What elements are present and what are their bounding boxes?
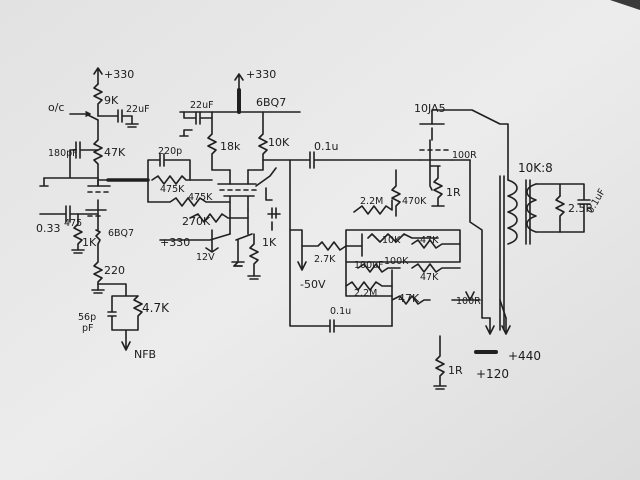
label-47k-b: 47K [420, 235, 439, 246]
label-1k-a: 1K [82, 236, 97, 249]
label-100uf: 100uF [354, 260, 384, 271]
label-plus-440: +440 [508, 349, 541, 363]
label-100k: 100K [384, 256, 409, 267]
label-xfmr: 10K:8 [518, 161, 553, 175]
label-1k-b: 1K [262, 236, 277, 249]
label-270k: 270K [182, 215, 211, 228]
label-47k-c: 47K [420, 272, 439, 283]
label-100r-b: 100R [456, 296, 481, 307]
label-0-1-a: 0.1u [314, 140, 338, 153]
label-56p: 56p [78, 312, 96, 323]
schematic-drawing [39, 67, 591, 390]
label-nfb: NFB [134, 348, 156, 361]
label-475k-b: 475K [188, 192, 213, 203]
label-47k-d: 47K [398, 292, 420, 305]
label-220: 220 [104, 264, 125, 277]
label-plus-330-mid: +330 [246, 68, 276, 81]
label-0-33: 0.33 [36, 222, 61, 235]
label-6bq7-b: 6BQ7 [256, 96, 286, 109]
label-1r-b: 1R [448, 364, 463, 377]
label-6bq7-a: 6BQ7 [108, 228, 134, 239]
bias-network [289, 139, 481, 390]
label-22uf-a: 22uF [126, 104, 150, 115]
label-56p-unit: pF [82, 323, 94, 334]
label-475: 475 [64, 218, 82, 229]
label-475k-a: 475K [160, 184, 185, 195]
label-22uf-b: 22uF [190, 100, 214, 111]
label-plus-120: +120 [476, 367, 509, 381]
label-4-7k: 4.7K [142, 301, 170, 315]
label-1r-a: 1R [446, 186, 461, 199]
label-100r-a: 100R [452, 150, 477, 161]
label-plus-330-top: +330 [104, 68, 134, 81]
label-47k-a: 47K [104, 146, 126, 159]
label-2-2m-a: 2.2M [360, 196, 383, 207]
label-2-5r: 2.5R [568, 202, 593, 215]
label-10k-b: 10K [382, 235, 401, 246]
label-9k: 9K [104, 94, 119, 107]
driver-stage [147, 73, 421, 280]
label-input: o/c [48, 101, 64, 114]
label-220p: 220p [158, 146, 182, 157]
label-2-7k: 2.7K [314, 254, 336, 265]
label-0-1-b: 0.1u [330, 306, 351, 317]
label-180pf: 180pF [48, 148, 78, 159]
label-2-2m-b: 2.2M [354, 288, 377, 299]
label-18k: 18k [220, 140, 241, 153]
label-10k-a: 10K [268, 136, 290, 149]
input-stage [39, 67, 150, 351]
label-10ja5: 10JA5 [414, 102, 446, 115]
component-labels: +330 9K 22uF o/c 180pF 47K 0.33 475 1K 6… [36, 68, 608, 381]
output-stage [419, 109, 591, 354]
label-bias: -50V [300, 278, 326, 291]
label-12v: 12V [196, 252, 215, 263]
label-plus-330-low: +330 [160, 236, 190, 249]
label-470k: 470K [402, 196, 427, 207]
